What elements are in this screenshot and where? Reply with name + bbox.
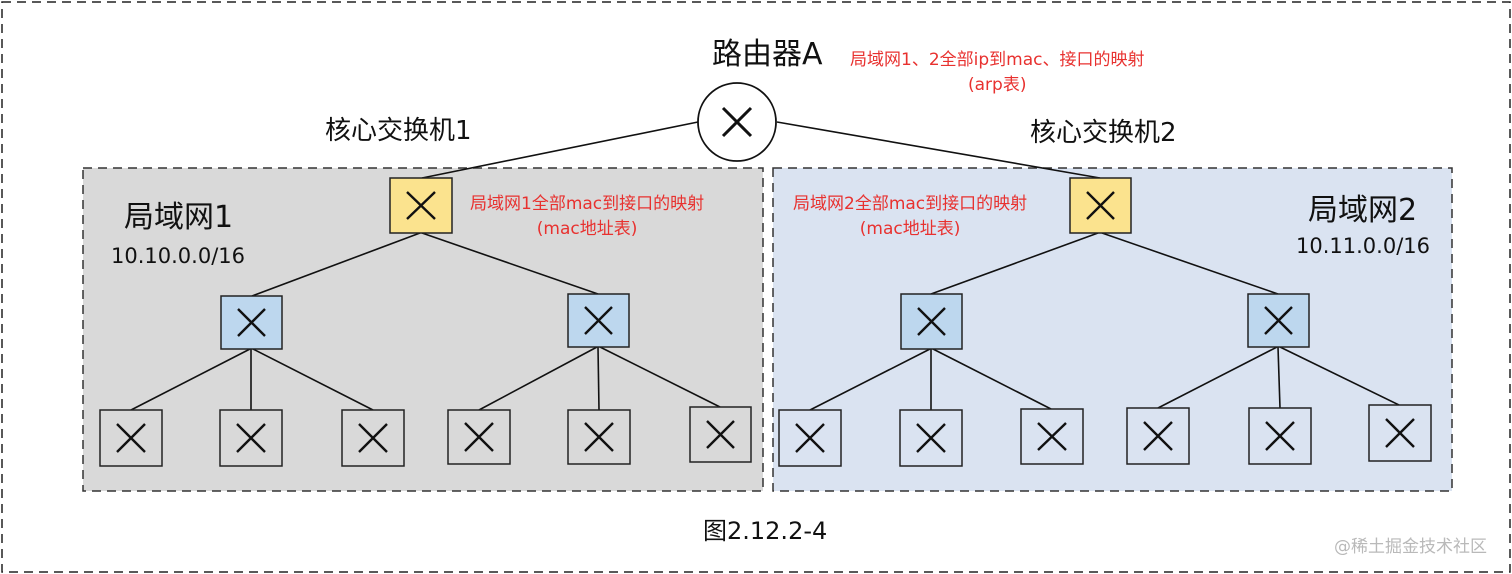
lan1-mac-table-note-line1: 局域网1全部mac到接口的映射 [470, 194, 705, 214]
link-core1-agg2 [421, 232, 599, 295]
core-switch-1-icon [389, 177, 453, 234]
link-agg2-access6 [599, 346, 721, 408]
access-switch-icon [99, 409, 163, 467]
link-agg4-access12 [1279, 346, 1400, 406]
figure-caption: 图2.12.2-4 [703, 517, 828, 545]
lan1-mac-table-note: 局域网1全部mac到接口的映射 (mac地址表) [470, 192, 704, 241]
core-switch-1-label: 核心交换机1 [325, 116, 472, 146]
router-arp-note-line2: (arp表) [968, 74, 1027, 95]
agg-switch-3-icon [900, 293, 963, 350]
access-switch-icon [899, 409, 963, 467]
access-switch-icon [1248, 407, 1312, 465]
lan1-mac-table-note-line2: (mac地址表) [536, 218, 638, 239]
link-agg3-access9 [932, 348, 1052, 410]
access-switch-icon [1368, 404, 1432, 462]
links [130, 121, 1400, 411]
watermark: @稀土掘金技术社区 [1334, 537, 1487, 557]
lan2-cidr: 10.11.0.0/16 [1296, 234, 1430, 258]
access-switch-icon [219, 409, 283, 467]
access-switch-icon [778, 409, 842, 467]
access-switch-icon [1126, 407, 1190, 465]
link-agg1-access3 [252, 348, 374, 411]
link-agg4-access11 [1277, 346, 1281, 409]
lan2-mac-table-note-line1: 局域网2全部mac到接口的映射 [793, 194, 1028, 214]
core-switch-2-icon [1069, 177, 1132, 234]
access-switch-icon [567, 409, 631, 465]
link-agg2-access5 [597, 346, 600, 411]
link-core1-agg1 [251, 232, 421, 297]
lan2-mac-table-note-line2: (mac地址表) [859, 218, 961, 239]
lan2-mac-table-note: 局域网2全部mac到接口的映射 (mac地址表) [793, 192, 1027, 241]
access-switch-icon [1020, 408, 1084, 465]
access-switch-icon [689, 406, 752, 463]
lan2-title: 局域网2 [1308, 193, 1418, 228]
access-switch-icon [447, 409, 511, 465]
lan1-cidr: 10.10.0.0/16 [111, 244, 245, 268]
lan1-title: 局域网1 [124, 200, 234, 235]
router-icon [697, 82, 777, 162]
core-switch-2-label: 核心交换机2 [1030, 118, 1177, 148]
link-agg3-access7 [809, 348, 931, 411]
access-switch-icon [341, 409, 405, 467]
router-label: 路由器A [712, 37, 823, 72]
agg-switch-4-icon [1247, 293, 1310, 348]
agg-switch-2-icon [567, 293, 630, 348]
agg-switch-1-icon [220, 295, 283, 350]
router-arp-note-line1: 局域网1、2全部ip到mac、接口的映射 [850, 50, 1145, 70]
router-arp-note: 局域网1、2全部ip到mac、接口的映射 (arp表) [850, 48, 1144, 97]
link-agg4-access10 [1157, 346, 1278, 409]
link-core2-agg4 [1101, 232, 1279, 295]
link-router-core2 [776, 121, 1101, 179]
link-agg2-access4 [478, 346, 598, 411]
link-agg1-access1 [130, 348, 251, 411]
link-router-core1 [421, 121, 699, 179]
link-core2-agg3 [930, 232, 1099, 295]
